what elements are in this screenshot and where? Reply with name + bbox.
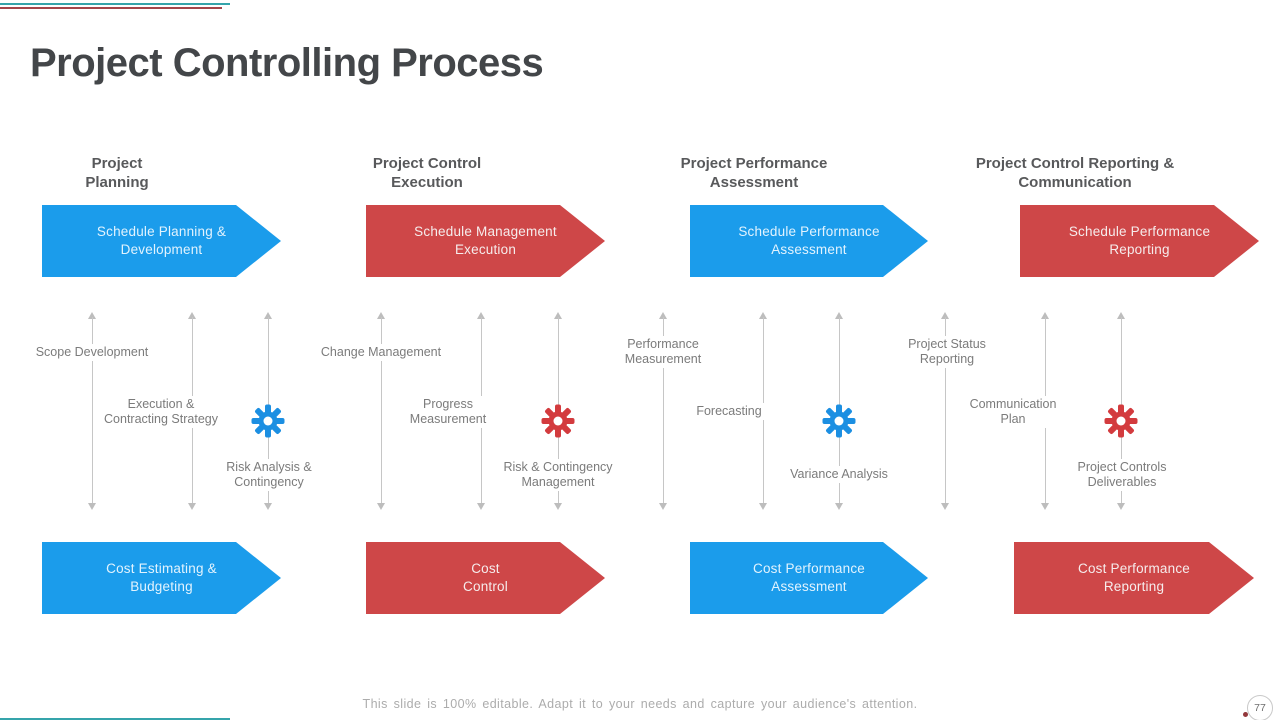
cost-performance-assessment-arrow: Cost Performance Assessment	[690, 542, 928, 614]
banner-label: Cost Performance Assessment	[753, 560, 865, 594]
bottom-accent-line-teal	[0, 718, 230, 720]
gear-icon	[251, 404, 285, 438]
page-number: 77	[1254, 702, 1266, 714]
banner-label: Schedule Performance Reporting	[1068, 223, 1211, 257]
page-number-badge: 77	[1247, 695, 1273, 720]
gear-icon	[1104, 404, 1138, 438]
factor-progress-measurement: Progress Measurement	[405, 396, 491, 428]
banner-label: Schedule Management Execution	[414, 223, 557, 257]
factor-risk-contingency-management: Risk & Contingency Management	[499, 459, 617, 491]
banner-label: Cost Estimating & Budgeting	[106, 560, 217, 594]
schedule-management-execution-arrow: Schedule Management Execution	[366, 205, 605, 277]
schedule-planning-development-arrow: Schedule Planning & Development	[42, 205, 281, 277]
double-arrow	[376, 312, 386, 510]
cost-estimating-budgeting-arrow: Cost Estimating & Budgeting	[42, 542, 281, 614]
banner-label: Schedule Planning & Development	[96, 223, 227, 257]
column-header-project-control-reporting: Project Control Reporting & Communicatio…	[975, 155, 1175, 191]
double-arrow	[658, 312, 668, 510]
column-header-project-performance-assessment: Project Performance Assessment	[680, 155, 828, 191]
schedule-performance-reporting-arrow: Schedule Performance Reporting	[1020, 205, 1259, 277]
gear-icon	[822, 404, 856, 438]
banner-label: Cost Control	[463, 560, 508, 594]
factor-change-management: Change Management	[316, 344, 446, 361]
factor-risk-analysis-contingency: Risk Analysis & Contingency	[222, 459, 316, 491]
gear-icon	[541, 404, 575, 438]
column-header-project-planning: Project Planning	[85, 155, 149, 191]
double-arrow	[940, 312, 950, 510]
cost-control-arrow: Cost Control	[366, 542, 605, 614]
badge-dot	[1243, 712, 1248, 717]
footer-note: This slide is 100% editable. Adapt it to…	[362, 697, 918, 711]
page-title: Project Controlling Process	[30, 40, 544, 85]
factor-variance-analysis: Variance Analysis	[786, 466, 892, 483]
top-accent-line-teal	[0, 3, 230, 5]
factor-communication-plan: Communication Plan	[965, 396, 1061, 428]
factor-forecasting: Forecasting	[692, 403, 766, 420]
double-arrow	[87, 312, 97, 510]
column-header-project-control-execution: Project Control Execution	[372, 155, 482, 191]
banner-label: Schedule Performance Assessment	[738, 223, 880, 257]
factor-scope-development: Scope Development	[31, 344, 153, 361]
factor-project-status-reporting: Project Status Reporting	[904, 336, 990, 368]
top-accent-line-maroon	[0, 7, 222, 9]
factor-execution-contracting-strategy: Execution & Contracting Strategy	[100, 396, 222, 428]
schedule-performance-assessment-arrow: Schedule Performance Assessment	[690, 205, 928, 277]
banner-label: Cost Performance Reporting	[1078, 560, 1190, 594]
factor-project-controls-deliverables: Project Controls Deliverables	[1073, 459, 1171, 491]
factor-performance-measurement: Performance Measurement	[620, 336, 706, 368]
cost-performance-reporting-arrow: Cost Performance Reporting	[1014, 542, 1254, 614]
